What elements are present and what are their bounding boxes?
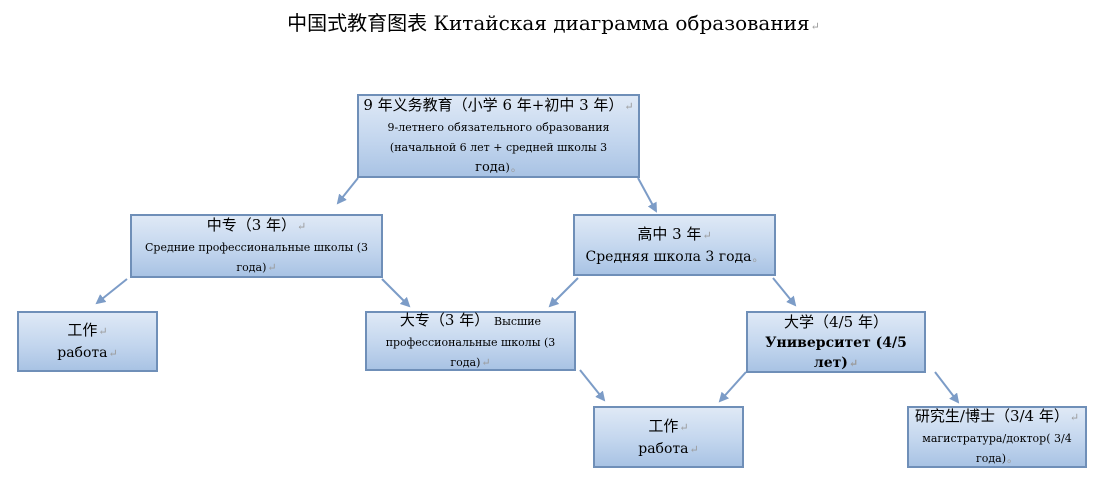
- box-compulsory-ru: 9-летнего обязательного образования (нач…: [387, 121, 610, 154]
- box-postgraduate-zh: 研究生/博士（3/4 年）: [914, 407, 1069, 425]
- box-work-bottom: 工作↵ работа↵: [593, 406, 744, 468]
- box-compulsory-zh: 9 年义务教育（小学 6 年+初中 3 年）: [363, 96, 624, 114]
- box-university-zh: 大学（4/5 年）: [784, 312, 888, 331]
- arrow-higher-to-work: [579, 369, 606, 402]
- box-vocational-secondary-zh: 中专（3 年）: [206, 216, 297, 234]
- box-postgraduate-ru: магистратура/доктор( 3/4 года): [922, 432, 1072, 465]
- box-university: 大学（4/5 年） Университет (4/5 лет)↵: [746, 311, 926, 373]
- box-work-left-ru: работа: [57, 345, 108, 361]
- box-work-left-zh: 工作: [67, 321, 98, 339]
- arrow-highschool-to-university: [772, 277, 797, 307]
- box-vocational-higher-ru-inline: Высшие: [494, 315, 542, 328]
- box-university-ru: Университет (4/5 лет): [765, 334, 907, 371]
- box-vocational-secondary: 中专（3 年）↵ Средние профессиональные школы …: [130, 214, 383, 278]
- arrow-university-to-work: [718, 371, 747, 403]
- box-vocational-secondary-ru: Средние профессиональные школы (3 года): [144, 241, 368, 274]
- box-compulsory-ru-bold: года: [475, 160, 506, 175]
- box-work-left: 工作↵ работа↵: [17, 311, 158, 372]
- box-work-bottom-ru: работа: [638, 440, 689, 457]
- box-work-bottom-zh: 工作: [648, 416, 679, 435]
- arrow-university-to-postgraduate: [934, 371, 960, 404]
- box-vocational-higher-ru: профессиональные школы (3 года): [385, 336, 556, 369]
- arrow-compulsory-to-highschool: [637, 177, 657, 213]
- title-text: 中国式教育图表 Китайская диаграмма образования: [287, 11, 810, 35]
- box-vocational-higher-zh: 大专（3 年）: [399, 311, 490, 329]
- paragraph-mark: ↵: [810, 20, 820, 33]
- box-high-school-zh: 高中 3 年: [637, 224, 702, 243]
- box-postgraduate: 研究生/博士（3/4 年）↵ магистратура/доктор( 3/4 …: [907, 406, 1087, 468]
- box-compulsory-education: 9 年义务教育（小学 6 年+初中 3 年）↵ 9-летнего обязат…: [357, 94, 640, 178]
- box-vocational-higher: 大专（3 年） Высшие профессиональные школы (3…: [365, 311, 576, 371]
- arrow-vocational-to-work: [95, 278, 128, 305]
- page-title: 中国式教育图表 Китайская диаграмма образования↵: [0, 10, 1107, 40]
- arrow-vocational-to-higher: [381, 278, 411, 308]
- arrow-compulsory-to-vocational: [336, 177, 359, 205]
- arrow-highschool-to-higher: [548, 277, 579, 308]
- box-high-school-ru: Средняя школа 3 года: [585, 248, 752, 265]
- box-high-school: 高中 3 年↵ Средняя школа 3 года。: [573, 214, 776, 276]
